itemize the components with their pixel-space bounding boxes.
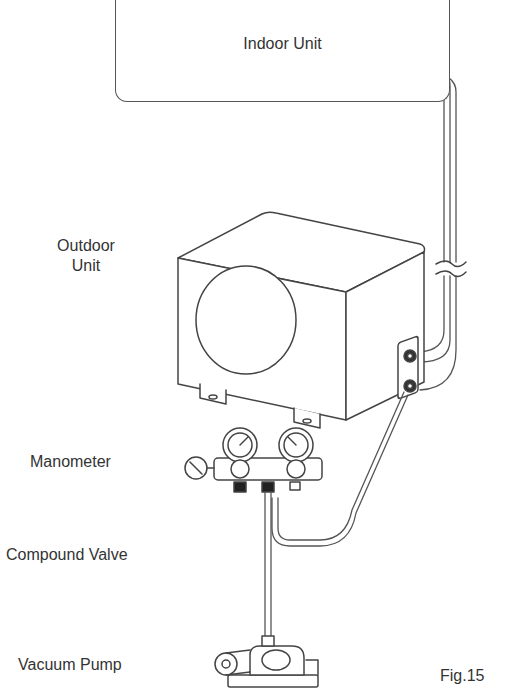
indoor-unit-box: Indoor Unit: [115, 0, 450, 102]
outdoor-unit-drawing: [178, 212, 425, 428]
figure-caption: Fig.15: [440, 666, 484, 686]
vacuum-pump-drawing: [215, 636, 318, 687]
unit-label: Indoor Unit: [116, 34, 449, 54]
manometer-drawing: [185, 428, 322, 492]
part-label: Manometer: [30, 452, 150, 472]
part-label: Compound Valve: [6, 545, 176, 565]
part-label: Vacuum Pump: [18, 655, 158, 675]
part-label: Outdoor Unit: [48, 236, 124, 276]
refrigerant-pipes: [420, 60, 456, 390]
break-mark: [436, 271, 466, 277]
break-mark: [436, 261, 466, 267]
